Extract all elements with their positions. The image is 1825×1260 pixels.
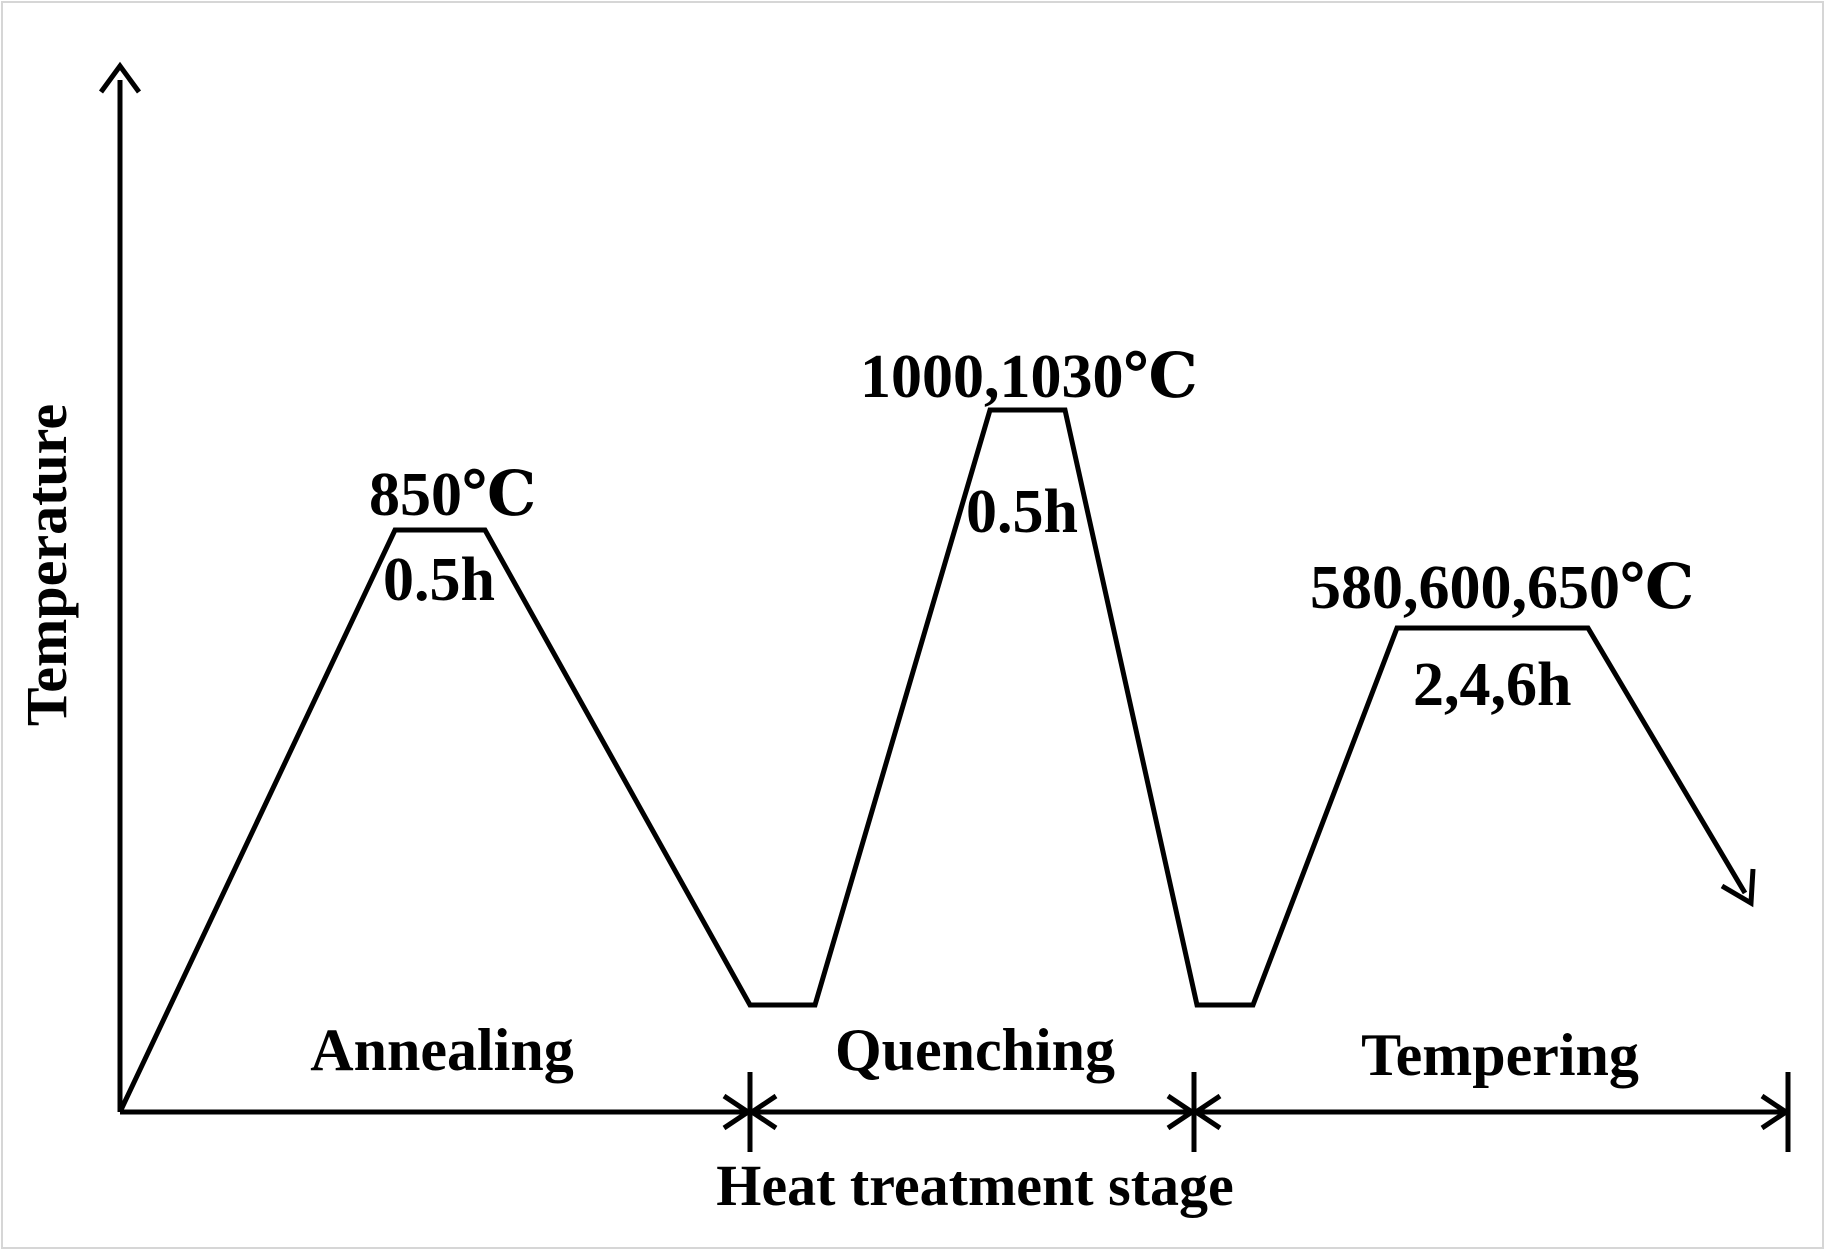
- quenching-arrow-left: [747, 1093, 778, 1131]
- temperature-profile: [117, 407, 1748, 1114]
- tempering-temperature-label: 580,600,650℃: [1310, 554, 1694, 622]
- stage-name-tempering: Tempering: [1361, 1022, 1639, 1088]
- y-axis-arrowhead: [98, 61, 142, 94]
- tempering-arrow-right: [1760, 1093, 1791, 1131]
- stage-name-annealing: Annealing: [310, 1017, 573, 1083]
- stage-name-quenching: Quenching: [835, 1017, 1115, 1083]
- annealing-temperature-label: 850℃: [369, 461, 536, 529]
- quenching-temperature-label: 1000,1030℃: [860, 343, 1198, 411]
- quenching-time-label: 0.5h: [966, 478, 1078, 546]
- x-axis-label: Heat treatment stage: [716, 1153, 1234, 1218]
- tempering-time-label: 2,4,6h: [1413, 651, 1571, 719]
- y-axis-label: Temperature: [14, 404, 79, 726]
- tempering-arrow-left: [1191, 1093, 1222, 1131]
- cooling-arrowhead: [1720, 868, 1756, 908]
- annealing-time-label: 0.5h: [383, 546, 495, 614]
